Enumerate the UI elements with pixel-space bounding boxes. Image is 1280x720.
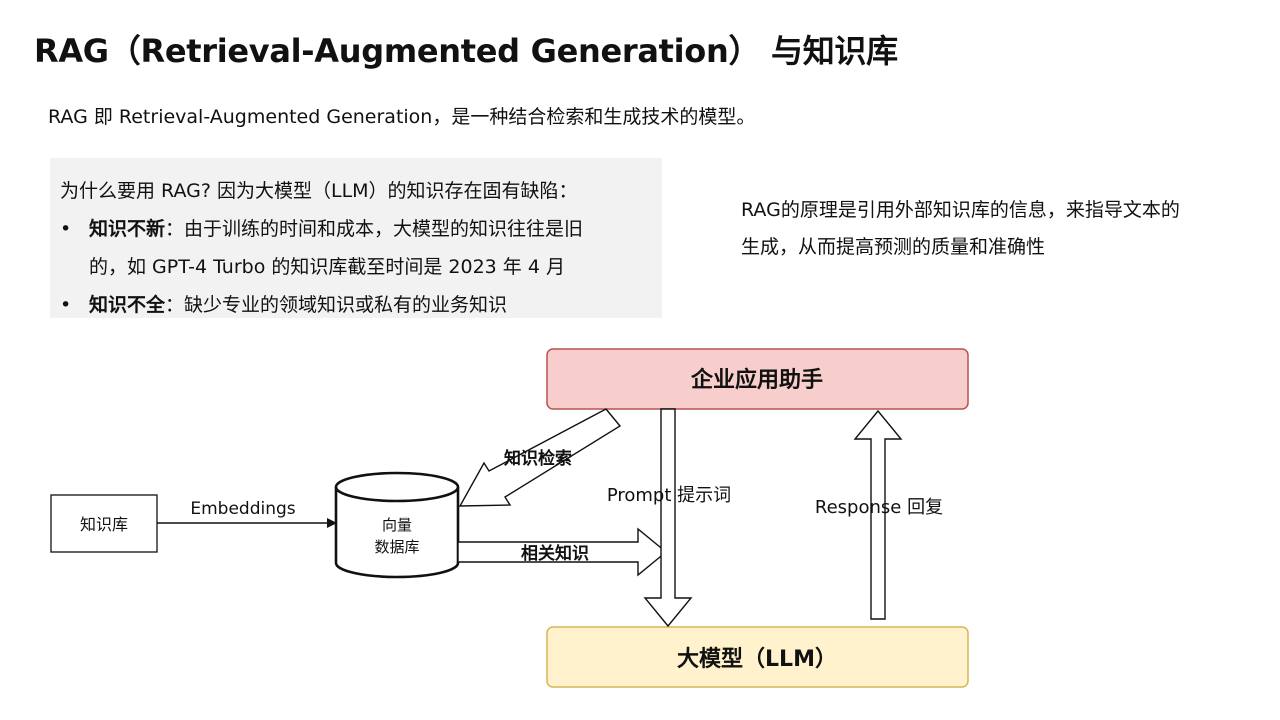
prompt-arrow xyxy=(643,408,693,628)
bullet-text: ：由于训练的时间和成本，大模型的知识往往是旧 xyxy=(165,218,584,240)
prompt-label: Prompt 提示词 xyxy=(607,485,731,506)
retrieval-arrow xyxy=(458,408,622,507)
app-box xyxy=(546,348,969,410)
knowledge-base-label: 知识库 xyxy=(80,515,128,534)
response-label: Response 回复 xyxy=(815,497,943,518)
bullet-incomplete: 知识不全：缺少专业的领域知识或私有的业务知识 xyxy=(60,286,662,324)
llm-label: 大模型（LLM） xyxy=(677,647,837,672)
why-rag-box: 为什么要用 RAG? 因为大模型（LLM）的知识存在固有缺陷： 知识不新：由于训… xyxy=(50,158,662,324)
embeddings-label: Embeddings xyxy=(190,499,295,519)
bullet-continuation: 的，如 GPT-4 Turbo 的知识库截至时间是 2023 年 4 月 xyxy=(89,256,565,278)
intro-text: RAG 即 Retrieval-Augmented Generation，是一种… xyxy=(48,106,756,128)
vector-db-label-2: 数据库 xyxy=(374,538,419,556)
bullet-text: ：缺少专业的领域知识或私有的业务知识 xyxy=(165,294,508,316)
vector-db-label-1: 向量 xyxy=(382,516,412,534)
bullet-term: 知识不新 xyxy=(89,218,166,240)
relevant-arrow xyxy=(457,527,668,577)
retrieval-label: 知识检索 xyxy=(503,448,572,469)
page-title: RAG（Retrieval-Augmented Generation） 与知识库 xyxy=(34,32,898,70)
why-question: 为什么要用 RAG? 因为大模型（LLM）的知识存在固有缺陷： xyxy=(60,180,578,202)
bullet-term: 知识不全 xyxy=(89,294,166,316)
llm-box xyxy=(546,626,969,688)
vector-db-cylinder xyxy=(334,471,460,579)
bullet-outdated: 知识不新：由于训练的时间和成本，大模型的知识往往是旧 xyxy=(60,210,662,248)
principle-text: RAG的原理是引用外部知识库的信息，来指导文本的生成，从而提高预测的质量和准确性 xyxy=(741,199,1180,258)
relevant-label: 相关知识 xyxy=(521,543,589,564)
knowledge-base-box xyxy=(50,494,158,553)
response-arrow xyxy=(853,409,903,620)
app-label: 企业应用助手 xyxy=(690,367,823,393)
